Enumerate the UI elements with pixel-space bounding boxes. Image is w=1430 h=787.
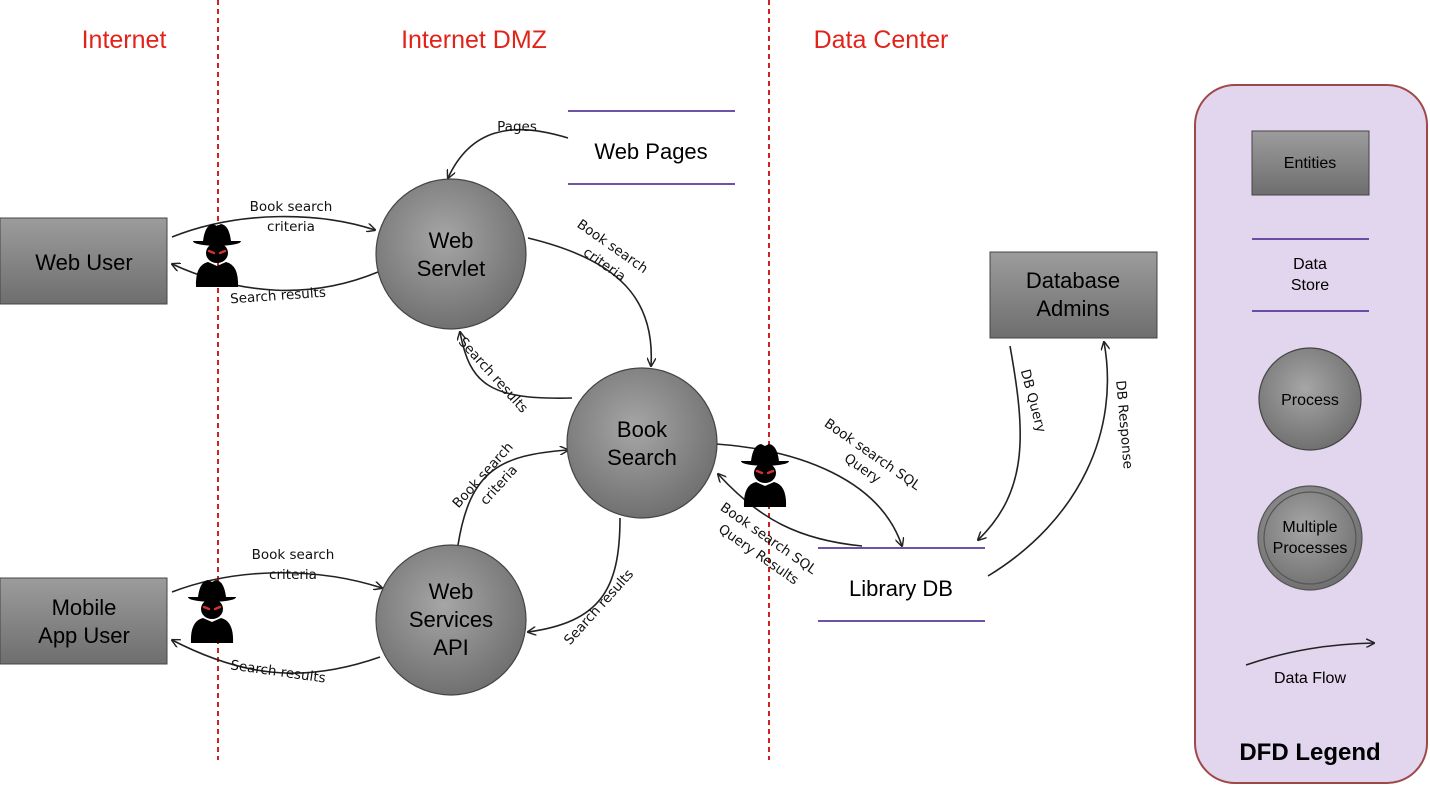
store-web-pages: Web Pages <box>568 110 735 185</box>
flow-label-db-query: DB Query <box>1017 368 1049 435</box>
dfd-legend: Entities Data Store Process Multiple Pro… <box>1194 84 1428 784</box>
flow-search-to-api <box>528 517 621 632</box>
flow-label-webuser-criteria-line1: Book search <box>250 199 333 215</box>
flow-pages <box>448 128 569 178</box>
entity-label-web-user: Web User <box>35 250 132 275</box>
legend-multiple-swatch <box>1257 485 1363 591</box>
flow-servlet-to-search <box>527 237 651 366</box>
flow-label-webuser-results: Search results <box>230 285 327 308</box>
entity-web-user: Web User <box>0 217 168 305</box>
legend-entity-swatch <box>1251 130 1370 196</box>
flow-label-db-response: DB Response <box>1112 380 1136 470</box>
process-label-search-line1: Book <box>617 417 668 442</box>
legend-process-swatch <box>1258 347 1362 451</box>
flow-label-mobile-criteria-line1: Book search <box>252 547 335 563</box>
legend-title: DFD Legend <box>1239 739 1380 766</box>
entity-label-mobile-line1: Mobile <box>52 595 117 620</box>
legend-label-data-flow: Data Flow <box>1274 670 1346 687</box>
legend-label-store-line1: Data <box>1293 256 1327 273</box>
flow-label-search-servlet-results: Search results <box>455 334 531 416</box>
process-book-search: Book Search <box>566 367 718 519</box>
legend-label-multiple-line1: Multiple <box>1282 519 1337 536</box>
zone-label-internet: Internet <box>82 26 167 54</box>
store-label-library-db: Library DB <box>849 576 953 601</box>
entity-database-admins: Database Admins <box>989 251 1158 339</box>
entity-mobile-app-user: Mobile App User <box>0 577 168 665</box>
process-label-api-line1: Web <box>429 579 474 604</box>
flow-search-to-servlet <box>460 332 573 399</box>
threat-actor-icon <box>191 222 243 289</box>
flow-mobile-results <box>172 640 381 674</box>
flow-sql-query <box>715 443 902 546</box>
process-label-servlet-line1: Web <box>429 228 474 253</box>
flow-label-mobile-results: Search results <box>229 657 326 686</box>
flow-mobile-criteria <box>171 571 382 593</box>
process-label-search-line2: Search <box>607 445 677 470</box>
store-library-db: Library DB <box>818 547 985 622</box>
flow-label-webuser-criteria-line2: criteria <box>267 219 315 235</box>
store-label-web-pages: Web Pages <box>594 139 707 164</box>
flow-sql-results <box>718 474 863 547</box>
entity-label-admins-line2: Admins <box>1036 296 1109 321</box>
flow-db-query <box>978 345 1021 540</box>
process-label-api-line3: API <box>433 635 468 660</box>
legend-label-multiple-line2: Processes <box>1273 540 1348 557</box>
threat-actor-icon <box>186 578 238 645</box>
process-web-servlet: Web Servlet <box>375 178 527 330</box>
zone-label-datacenter: Data Center <box>814 26 949 54</box>
process-web-services-api: Web Services API <box>375 544 527 696</box>
flow-label-mobile-criteria-line2: criteria <box>269 567 317 583</box>
zone-label-dmz: Internet DMZ <box>401 26 547 54</box>
legend-label-entities: Entities <box>1284 155 1336 172</box>
data-flows <box>171 128 1107 674</box>
entity-label-mobile-line2: App User <box>38 623 130 648</box>
flow-api-to-search <box>457 450 568 546</box>
legend-flow-swatch <box>1245 643 1374 666</box>
flow-db-response <box>987 342 1107 577</box>
flow-webuser-criteria <box>171 215 375 238</box>
legend-label-process: Process <box>1281 392 1339 409</box>
flow-label-search-api-results: Search results <box>561 566 637 648</box>
legend-label-store-line2: Store <box>1291 277 1329 294</box>
process-label-api-line2: Services <box>409 607 493 632</box>
entity-label-admins-line1: Database <box>1026 268 1120 293</box>
process-label-servlet-line2: Servlet <box>417 256 485 281</box>
flow-label-pages: Pages <box>497 119 537 135</box>
